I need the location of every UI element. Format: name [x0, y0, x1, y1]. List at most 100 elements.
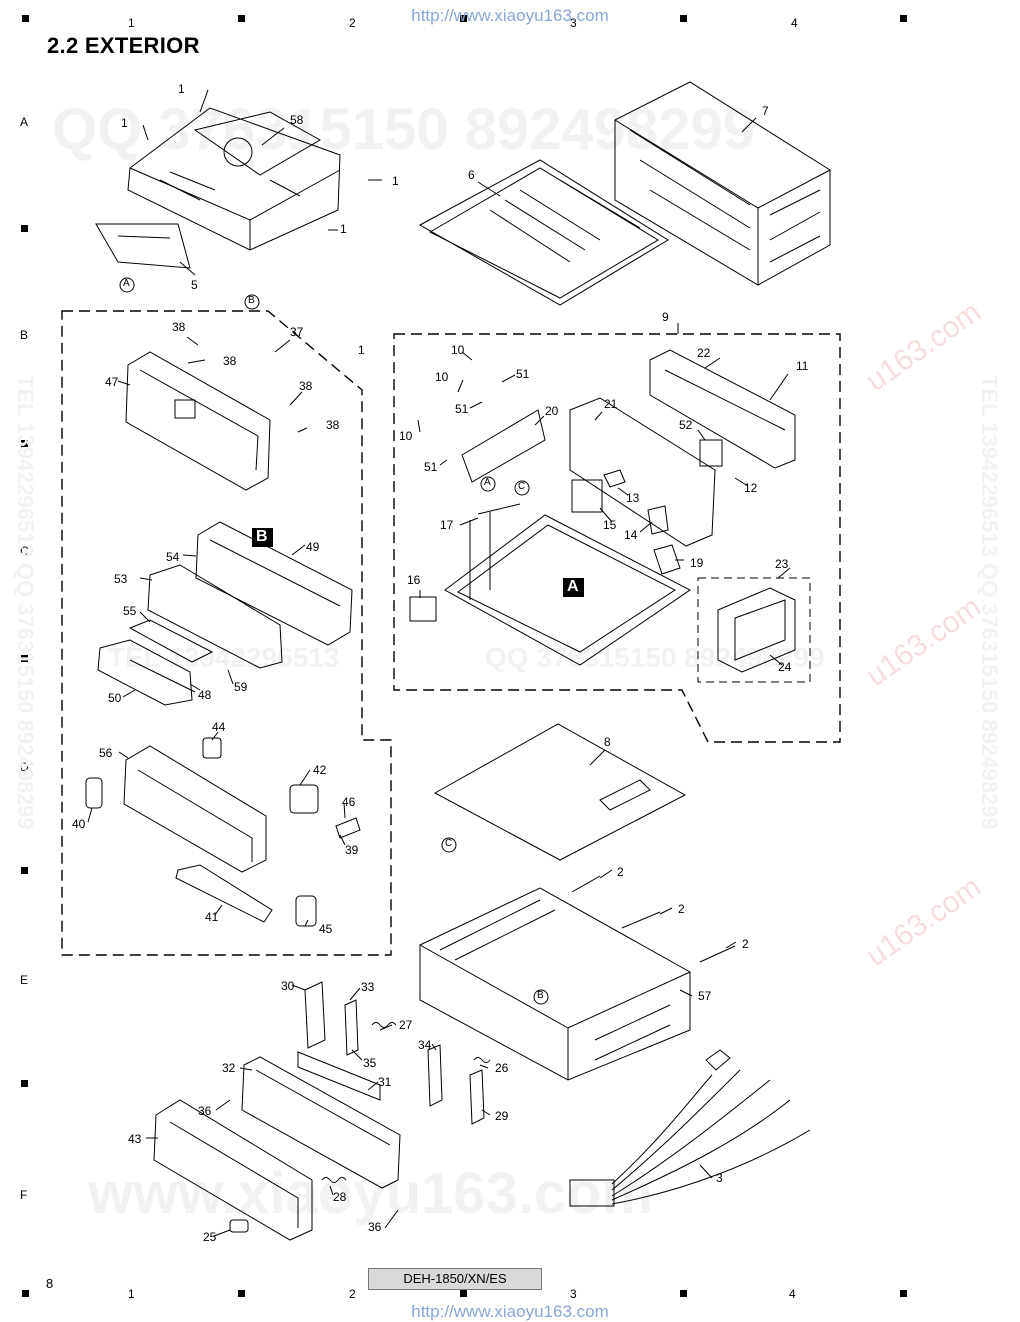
part-label: 30 — [281, 979, 295, 993]
grid-row-letter: C — [20, 544, 29, 558]
part-label: 51 — [424, 460, 438, 474]
part-label: 3 — [716, 1171, 723, 1185]
registration-mark — [238, 1290, 245, 1297]
part-label: 10 — [435, 370, 449, 384]
part-label: 38 — [223, 354, 237, 368]
grid-column-number: 4 — [791, 16, 798, 30]
grid-row-letter: D — [20, 760, 29, 774]
registration-mark — [21, 440, 28, 447]
registration-mark — [680, 1290, 687, 1297]
dashed-group-23 — [697, 577, 811, 683]
registration-mark — [21, 655, 28, 662]
dashed-group-left — [61, 310, 392, 956]
part-label: 51 — [516, 367, 530, 381]
part-label: 19 — [690, 556, 704, 570]
part-label: 44 — [212, 720, 226, 734]
grid-column-number: 2 — [349, 1287, 356, 1301]
circle-marker-b: B — [537, 990, 544, 1001]
grid-row-letter: E — [20, 973, 29, 987]
part-label: 50 — [108, 691, 122, 705]
grid-column-number: 2 — [349, 16, 356, 30]
part-label: 42 — [313, 763, 327, 777]
registration-mark — [900, 1290, 907, 1297]
circle-marker-a: A — [123, 278, 130, 289]
part-label: 38 — [326, 418, 340, 432]
part-label: 10 — [399, 429, 413, 443]
footer-url[interactable]: http://www.xiaoyu163.com — [411, 1302, 609, 1321]
grid-column-number: 3 — [570, 16, 577, 30]
part-label: 11 — [796, 359, 809, 373]
part-label: 55 — [123, 604, 137, 618]
part-label: 39 — [345, 843, 359, 857]
registration-mark — [238, 15, 245, 22]
part-label: 1 — [178, 82, 185, 96]
grid-row-letter: F — [20, 1188, 28, 1202]
section-box-b: B — [256, 528, 268, 545]
part-label: 34 — [418, 1038, 432, 1052]
grid-column-number: 3 — [570, 1287, 577, 1301]
part-label: 51 — [455, 402, 469, 416]
part-label: 7 — [762, 104, 769, 118]
section-box-a: A — [567, 578, 579, 595]
part-label: 47 — [105, 375, 119, 389]
part-label: 49 — [306, 540, 320, 554]
part-label: 33 — [361, 980, 375, 994]
part-label: 46 — [342, 795, 356, 809]
grid-row-letter: B — [20, 328, 29, 342]
part-label: 10 — [451, 343, 465, 357]
part-label: 1 — [340, 222, 347, 236]
watermark-bottom: www.xiaoyu163.com — [88, 1161, 654, 1226]
part-label: 31 — [378, 1075, 392, 1089]
part-label: 37 — [290, 325, 304, 339]
model-label: DEH-1850/XN/ES — [368, 1268, 542, 1290]
part-label: 27 — [399, 1018, 413, 1032]
part-label: 12 — [744, 481, 758, 495]
part-label: 38 — [299, 379, 313, 393]
registration-mark — [21, 1080, 28, 1087]
part-label: 28 — [333, 1190, 347, 1204]
part-label: 57 — [698, 989, 712, 1003]
circle-marker-b: B — [248, 295, 255, 306]
registration-mark — [460, 1290, 467, 1297]
part-label: 38 — [172, 320, 186, 334]
part-label: 2 — [617, 865, 624, 879]
part-label: 45 — [319, 922, 333, 936]
registration-mark — [21, 867, 28, 874]
part-label: 58 — [290, 113, 304, 127]
part-label: 54 — [166, 550, 180, 564]
part-label: 36 — [368, 1220, 382, 1234]
registration-mark — [460, 15, 467, 22]
part-label: 2 — [678, 902, 685, 916]
part-label: 36 — [198, 1104, 212, 1118]
part-label: 6 — [468, 168, 475, 182]
part-label: 53 — [114, 572, 128, 586]
header-url[interactable]: http://www.xiaoyu163.com — [411, 6, 609, 25]
part-label: 15 — [603, 518, 617, 532]
part-label: 23 — [775, 557, 789, 571]
part-label: 40 — [72, 817, 86, 831]
part-label: 48 — [198, 688, 212, 702]
registration-mark — [22, 15, 29, 22]
part-label: 26 — [495, 1061, 509, 1075]
part-label: 14 — [624, 528, 638, 542]
part-label: 32 — [222, 1061, 236, 1075]
part-label: 1 — [121, 116, 128, 130]
grid-column-number: 4 — [789, 1287, 796, 1301]
part-label: 29 — [495, 1109, 509, 1123]
registration-mark — [22, 1290, 29, 1297]
part-label: 56 — [99, 746, 113, 760]
part-label: 1 — [392, 174, 399, 188]
part-label: 2 — [742, 937, 749, 951]
part-label: 21 — [604, 397, 618, 411]
part-label: 43 — [128, 1132, 142, 1146]
part-label: 8 — [604, 735, 611, 749]
part-label: 59 — [234, 680, 248, 694]
grid-column-number: 1 — [128, 16, 135, 30]
section-title: 2.2 EXTERIOR — [47, 33, 200, 58]
page-number: 8 — [46, 1276, 54, 1291]
part-label: 5 — [191, 278, 198, 292]
circle-marker-a: A — [484, 477, 491, 488]
part-label: 35 — [363, 1056, 377, 1070]
part-label: 1 — [358, 343, 365, 357]
circle-marker-c: C — [518, 481, 526, 492]
